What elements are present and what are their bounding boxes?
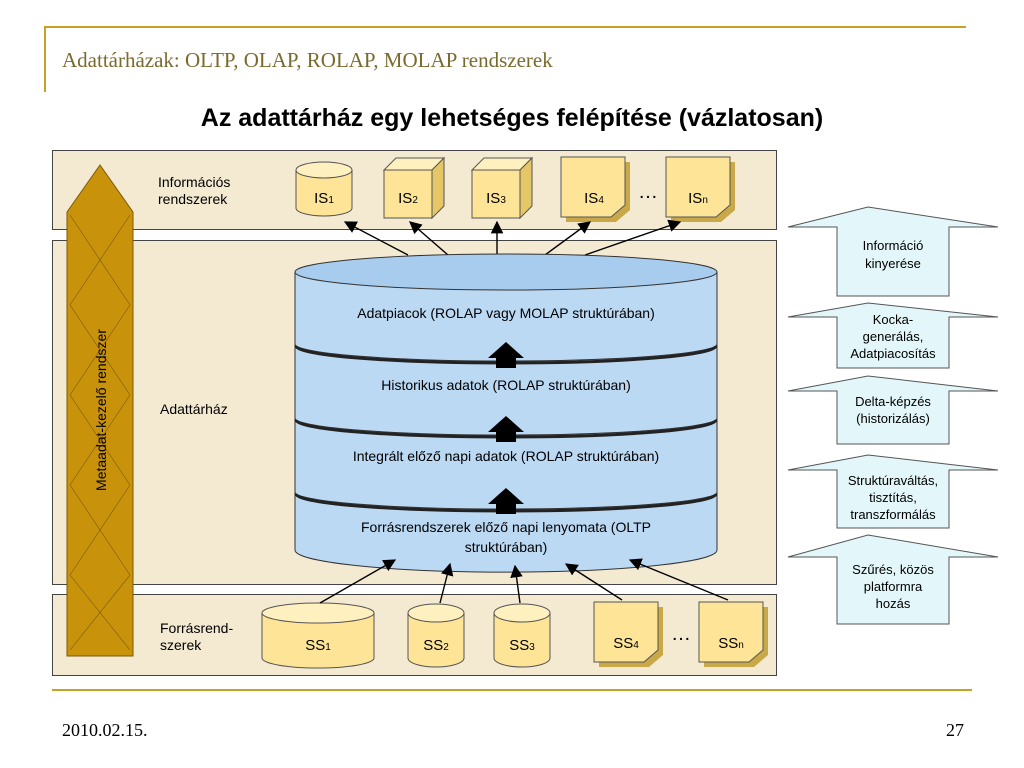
is-ellipsis: … <box>638 181 658 203</box>
metadata-management-arrow: Metaadat-kezelő rendszer <box>66 164 134 657</box>
layer-up-arrows <box>488 342 524 514</box>
layer-snapshot-line2: struktúrában) <box>465 539 547 555</box>
svg-text:SS4: SS4 <box>613 635 639 652</box>
source-systems-label-line1: Forrásrend- <box>160 620 234 636</box>
step-delta-line2: (historizálás) <box>856 411 930 426</box>
warehouse-cylinder <box>294 253 718 573</box>
step-extraction-line1: Információ <box>863 238 924 253</box>
ss-item-1-sub: 1 <box>325 642 331 653</box>
info-systems-label-line1: Információs <box>158 174 231 190</box>
is-item-3: IS3 <box>470 156 534 220</box>
is-item-n-base: IS <box>688 190 702 207</box>
layer-integrated-text: Integrált előző napi adatok (ROLAP struk… <box>353 448 659 464</box>
step-filter-line2: platformra <box>864 579 923 594</box>
is-item-4: IS4 <box>560 156 630 222</box>
ss-item-3: SS3 <box>493 603 551 668</box>
svg-text:IS1: IS1 <box>314 190 334 207</box>
ss-item-n-sub: n <box>738 640 744 651</box>
ss-ellipsis: … <box>671 623 691 645</box>
footer-rule <box>52 689 972 691</box>
is-item-n: ISn <box>665 156 735 222</box>
is-item-n-sub: n <box>702 195 708 206</box>
warehouse-layer-historical: Historikus adatok (ROLAP struktúrában) <box>381 377 631 393</box>
step-transform-line1: Struktúraváltás, <box>848 473 938 488</box>
info-systems-label-line2: rendszerek <box>158 191 228 207</box>
footer-date: 2010.02.15. <box>62 720 148 740</box>
step-arrow-filtering: Szűrés, közös platformra hozás <box>787 534 999 625</box>
step-filter-line3: hozás <box>876 596 911 611</box>
is-item-3-base: IS <box>486 190 500 207</box>
step-filter-line1: Szűrés, közös <box>852 562 934 577</box>
is-arrows <box>343 219 682 256</box>
svg-text:SSn: SSn <box>718 635 744 652</box>
ss-item-n: SSn <box>698 601 768 667</box>
warehouse-layer-integrated: Integrált előző napi adatok (ROLAP struk… <box>353 448 659 464</box>
is-item-1-sub: 1 <box>328 195 334 206</box>
title-accent-horizontal <box>44 26 966 28</box>
ss-item-4: SS4 <box>593 601 663 667</box>
step-cube-line2: generálás, <box>863 329 924 344</box>
is-item-1: IS1 <box>295 161 353 217</box>
is-item-4-base: IS <box>584 190 598 207</box>
step-arrow-delta: Delta-képzés (historizálás) <box>787 375 999 445</box>
ss-item-3-sub: 3 <box>529 642 535 653</box>
info-systems-label: Információs rendszerek <box>158 174 230 208</box>
svg-text:SS3: SS3 <box>509 637 535 654</box>
source-systems-label: Forrásrend- szerek <box>160 620 233 654</box>
ss-arrows <box>319 558 729 604</box>
svg-text:SS2: SS2 <box>423 637 449 654</box>
svg-text:ISn: ISn <box>688 190 708 207</box>
ss-item-1: SS1 <box>261 602 375 669</box>
step-transform-line2: tisztítás, <box>869 490 917 505</box>
is-item-2-base: IS <box>398 190 412 207</box>
layer-snapshot-line1: Forrásrendszerek előző napi lenyomata (O… <box>361 519 651 535</box>
ss-item-2: SS2 <box>407 603 465 668</box>
warehouse-layer-snapshot: Forrásrendszerek előző napi lenyomata (O… <box>361 519 651 555</box>
warehouse-layer-datamarts: Adatpiacok (ROLAP vagy MOLAP struktúrába… <box>357 305 655 321</box>
slide-title: Adattárházak: OLTP, OLAP, ROLAP, MOLAP r… <box>62 48 553 72</box>
ss-item-3-base: SS <box>509 637 529 654</box>
svg-text:IS2: IS2 <box>398 190 418 207</box>
step-cube-line1: Kocka- <box>873 312 913 327</box>
step-transform-line3: transzformálás <box>850 507 936 522</box>
layer-historical-text: Historikus adatok (ROLAP struktúrában) <box>381 377 631 393</box>
is-item-3-sub: 3 <box>500 195 506 206</box>
page-number: 27 <box>946 720 964 740</box>
layer-datamarts-text: Adatpiacok (ROLAP vagy MOLAP struktúrába… <box>357 305 655 321</box>
step-delta-line1: Delta-képzés <box>855 394 931 409</box>
ss-item-1-base: SS <box>305 637 325 654</box>
svg-text:IS3: IS3 <box>486 190 506 207</box>
metadata-bar-label: Metaadat-kezelő rendszer <box>93 329 109 491</box>
svg-text:IS4: IS4 <box>584 190 604 207</box>
step-arrow-cube-generation: Kocka- generálás, Adatpiacosítás <box>787 302 999 369</box>
ss-item-4-sub: 4 <box>633 640 639 651</box>
source-systems-label-line2: szerek <box>160 637 202 653</box>
svg-text:SS1: SS1 <box>305 637 331 654</box>
is-item-4-sub: 4 <box>598 195 604 206</box>
ss-item-2-base: SS <box>423 637 443 654</box>
is-item-2-sub: 2 <box>412 195 418 206</box>
title-accent-vertical <box>44 26 46 92</box>
is-item-2: IS2 <box>382 156 446 220</box>
ss-item-2-sub: 2 <box>443 642 449 653</box>
step-arrow-transformation: Struktúraváltás, tisztítás, transzformál… <box>787 454 999 529</box>
main-heading: Az adattárház egy lehetséges felépítése … <box>200 104 824 132</box>
warehouse-label: Adattárház <box>160 401 228 417</box>
ss-item-4-base: SS <box>613 635 633 652</box>
step-arrow-extraction: Információ kinyerése <box>787 206 999 297</box>
step-cube-line3: Adatpiacosítás <box>850 346 936 361</box>
is-item-1-base: IS <box>314 190 328 207</box>
ss-item-n-base: SS <box>718 635 738 652</box>
step-extraction-line2: kinyerése <box>865 256 921 271</box>
